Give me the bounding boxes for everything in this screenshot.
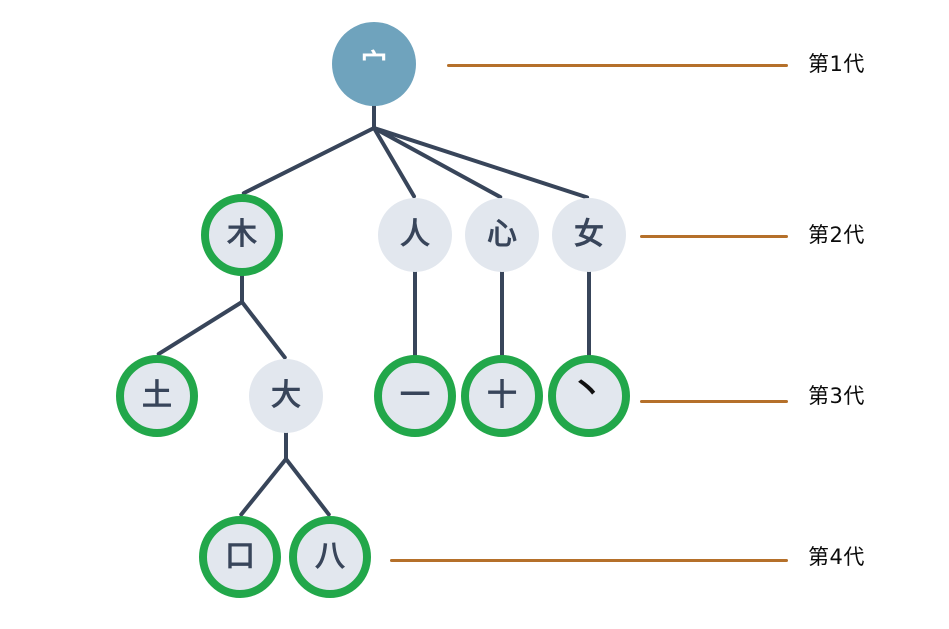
generation-label-4: 第4代	[808, 545, 865, 569]
generation-label-3: 第3代	[808, 384, 865, 408]
node-glyph: 大	[271, 378, 301, 413]
tree-node-木[interactable]: 木	[201, 194, 283, 276]
tree-node-心[interactable]: 心	[465, 198, 539, 272]
node-glyph: 十	[487, 378, 517, 413]
edges-group	[156, 104, 591, 517]
node-glyph: 心	[487, 217, 517, 252]
edge-大-口	[239, 457, 288, 517]
edge-宀-木	[241, 126, 376, 196]
node-glyph: 宀	[360, 49, 387, 79]
edge-木-大	[240, 300, 287, 360]
edge-木-土	[156, 300, 244, 356]
tree-node-人[interactable]: 人	[378, 198, 452, 272]
tree-node-十[interactable]: 十	[461, 355, 543, 437]
generation-label-1: 第1代	[808, 52, 865, 76]
node-glyph: 人	[400, 217, 430, 252]
edge-宀-人	[372, 126, 416, 199]
node-glyph: 八	[315, 539, 345, 574]
leader-line-generation-2	[640, 235, 788, 238]
node-glyph: 木	[227, 217, 257, 252]
node-glyph: 丶	[570, 370, 604, 410]
edge-宀-心	[372, 126, 503, 200]
leader-line-generation-3	[640, 400, 788, 403]
tree-node-一[interactable]: 一	[374, 355, 456, 437]
generation-label-2: 第2代	[808, 223, 865, 247]
tree-node-宀[interactable]: 宀	[332, 22, 416, 106]
tree-node-口[interactable]: 口	[199, 516, 281, 598]
node-glyph: 土	[142, 378, 172, 413]
node-glyph: 一	[400, 378, 430, 413]
tree-node-土[interactable]: 土	[116, 355, 198, 437]
node-glyph: 口	[225, 539, 255, 574]
tree-node-女[interactable]: 女	[552, 198, 626, 272]
tree-node-大[interactable]: 大	[249, 359, 323, 433]
edge-宀-女	[372, 126, 590, 200]
tree-node-丶[interactable]: 丶	[548, 355, 630, 437]
edge-大-八	[284, 457, 331, 517]
leader-line-generation-4	[390, 559, 788, 562]
leader-line-generation-1	[447, 64, 788, 67]
node-glyph: 女	[574, 217, 604, 252]
tree-node-八[interactable]: 八	[289, 516, 371, 598]
